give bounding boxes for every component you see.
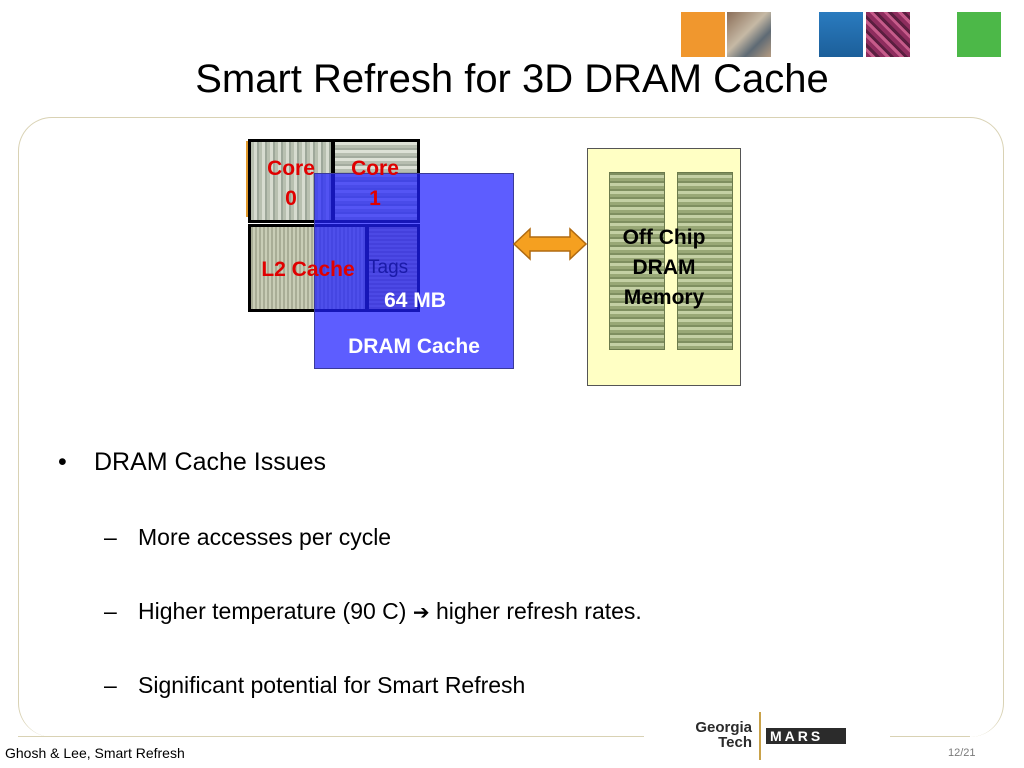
cache-size-label: 64 MB [384, 289, 446, 312]
bidirectional-arrow-icon [513, 227, 587, 261]
header-thumbnail-circuit-photo [866, 12, 910, 57]
frame-bottom-line [18, 736, 644, 737]
dram-cache-label: DRAM Cache [348, 335, 480, 358]
sub-bullet-2-post: higher refresh rates. [436, 598, 642, 624]
frame-bottom-line-right [890, 736, 970, 737]
right-arrow-icon: ➔ [412, 602, 430, 624]
footer-authors: Ghosh & Lee, Smart Refresh [5, 745, 185, 761]
sub-bullet-2-pre: Higher temperature (90 C) [138, 598, 407, 624]
sub-bullet-2-text: Higher temperature (90 C) ➔ higher refre… [138, 596, 642, 628]
gt-line-1: Georgia [695, 719, 752, 736]
bullet-main-text: DRAM Cache Issues [94, 448, 327, 476]
header-thumbnail-building-photo [727, 12, 771, 57]
dash-marker: – [104, 672, 117, 698]
core-1-label: Core 1 [351, 157, 399, 210]
mars-text: MARS [770, 728, 824, 744]
slide-title: Smart Refresh for 3D DRAM Cache [195, 57, 829, 101]
off-chip-memory-label: Off Chip DRAM Memory [622, 226, 706, 309]
header-thumbnail-orange [681, 12, 725, 57]
sub-bullet-1-text: More accesses per cycle [138, 524, 392, 550]
core-0-label: Core 0 [267, 157, 315, 210]
logo-divider-icon [759, 712, 761, 760]
memory-module-2 [677, 172, 733, 350]
tags-label: Tags [368, 257, 409, 278]
dram-cache-layer [314, 173, 514, 369]
dash-marker: – [104, 598, 117, 624]
header-thumbnail-green [957, 12, 1001, 57]
bullet-marker: • [58, 448, 67, 476]
sub-bullet-3-text: Significant potential for Smart Refresh [138, 672, 526, 698]
memory-module-1 [609, 172, 665, 350]
page-number: 12/21 [948, 747, 976, 759]
l2-cache-label: L2 Cache [261, 258, 355, 281]
georgia-tech-mars-logo: Georgia Tech MARS [686, 712, 852, 762]
header-thumbnail-blue [819, 12, 863, 57]
content-frame [18, 117, 1004, 737]
gt-line-2: Tech [718, 734, 752, 751]
mars-wordmark: MARS [766, 728, 846, 744]
dash-marker: – [104, 524, 117, 550]
georgia-tech-wordmark: Georgia Tech [686, 720, 752, 750]
